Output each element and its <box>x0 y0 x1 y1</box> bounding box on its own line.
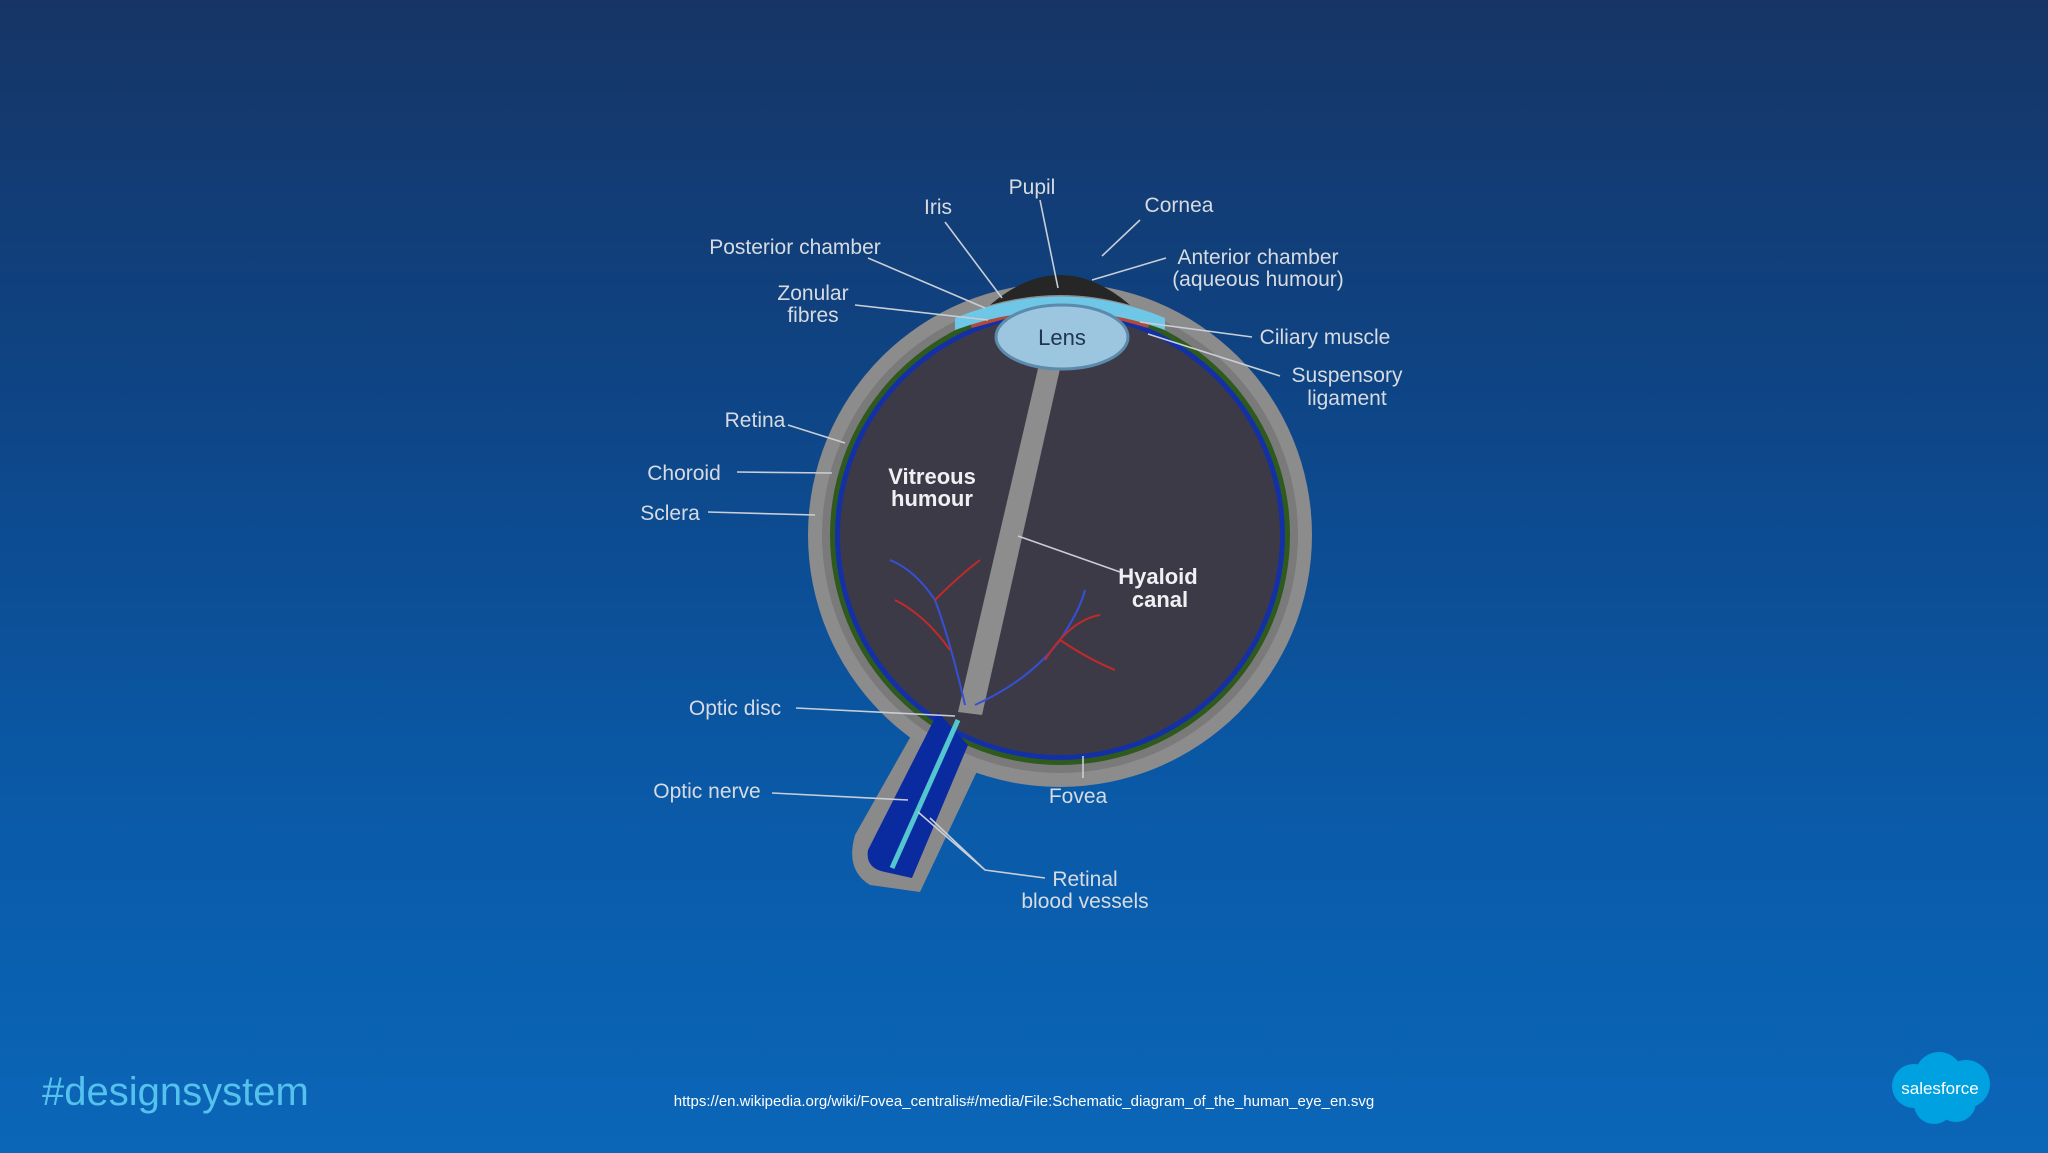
logo-text: salesforce <box>1901 1079 1978 1098</box>
leader-cornea <box>1101 219 1141 257</box>
leader-hyaloid <box>1017 535 1121 573</box>
eye-body <box>808 275 1312 892</box>
leader-pupil <box>1039 199 1059 289</box>
leader-ciliary <box>1139 321 1253 338</box>
label-anterior-chamber: Anterior chamber <box>1177 246 1338 269</box>
leader-optic-nerve <box>771 792 909 801</box>
leader-optic-disc <box>795 707 956 717</box>
cloud-icon <box>1892 1052 1990 1124</box>
label-cornea: Cornea <box>1145 194 1214 217</box>
leader-posterior-chamber <box>867 257 986 309</box>
label-optic-disc: Optic disc <box>689 697 781 720</box>
label-fovea: Fovea <box>1049 785 1108 808</box>
label-ciliary-muscle: Ciliary muscle <box>1260 326 1391 349</box>
label-lens: Lens <box>1038 325 1086 350</box>
label-zonular: Zonular <box>777 282 848 305</box>
salesforce-logo: salesforce <box>1892 1052 1990 1124</box>
label-posterior-chamber: Posterior chamber <box>709 236 881 259</box>
label-suspensory-sub: ligament <box>1307 387 1387 410</box>
optic-nerve-vessel <box>889 718 961 870</box>
label-retina: Retina <box>725 409 786 432</box>
label-optic-nerve: Optic nerve <box>653 780 760 803</box>
label-anterior-chamber-sub: (aqueous humour) <box>1172 268 1344 291</box>
source-url[interactable]: https://en.wikipedia.org/wiki/Fovea_cent… <box>673 1093 1375 1110</box>
vitreous-body <box>840 315 1280 755</box>
leader-choroid <box>736 471 833 474</box>
label-suspensory: Suspensory <box>1292 364 1403 387</box>
leader-suspensory <box>1147 333 1281 377</box>
label-choroid: Choroid <box>647 462 721 485</box>
leader-retinal-vessels <box>917 811 1046 879</box>
leader-lines <box>707 199 1281 879</box>
label-vitreous-sub: humour <box>891 486 973 511</box>
leader-zonular <box>854 304 989 321</box>
diagram-labels: Pupil Iris Cornea Posterior chamber Ante… <box>640 176 1403 913</box>
leader-sclera <box>707 511 816 516</box>
label-retinal-vessels-sub: blood vessels <box>1021 890 1148 913</box>
label-hyaloid-sub: canal <box>1132 587 1188 612</box>
label-pupil: Pupil <box>1009 176 1056 199</box>
hyaloid-canal-shape <box>958 360 1062 715</box>
label-vitreous: Vitreous <box>888 464 976 489</box>
label-iris: Iris <box>924 196 952 219</box>
lens-shape <box>994 303 1130 371</box>
ciliary-shape <box>955 296 1165 330</box>
leader-iris <box>944 221 1003 299</box>
label-zonular-sub: fibres <box>787 304 838 327</box>
leader-retina <box>787 424 846 444</box>
label-retinal-vessels: Retinal <box>1052 868 1117 891</box>
leader-anterior-chamber <box>1091 257 1167 281</box>
hashtag-title: #designsystem <box>42 1070 309 1114</box>
label-sclera: Sclera <box>640 502 700 525</box>
cornea-shape <box>990 275 1130 305</box>
retinal-vessels-shape <box>889 559 1116 706</box>
label-hyaloid: Hyaloid <box>1118 564 1197 589</box>
